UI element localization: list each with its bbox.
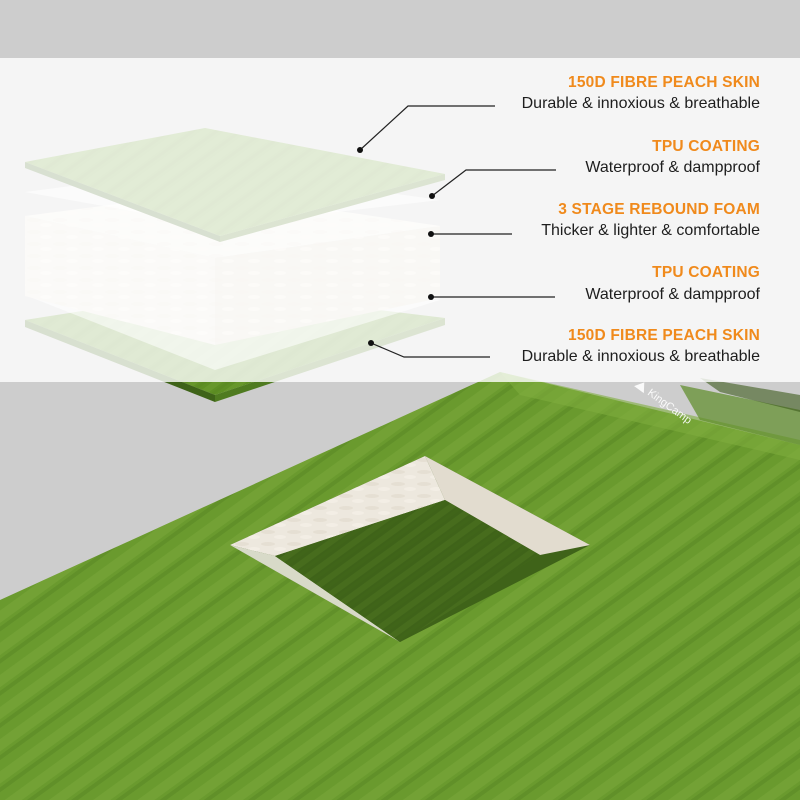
spec-desc-2: Waterproof & dampproof xyxy=(585,159,760,176)
leader-dot-5 xyxy=(368,340,374,346)
leader-line-2 xyxy=(431,169,556,197)
mat-cutout xyxy=(230,456,590,642)
spec-desc-4: Waterproof & dampproof xyxy=(585,286,760,303)
spec-desc-1: Durable & innoxious & breathable xyxy=(521,95,760,112)
spec-title-5: 150D FIBRE PEACH SKIN xyxy=(568,327,760,344)
spec-desc-3: Thicker & lighter & comfortable xyxy=(541,222,760,239)
spec-title-2: TPU COATING xyxy=(652,138,760,155)
leader-dot-2 xyxy=(429,193,435,199)
leader-dot-3 xyxy=(428,231,434,237)
spec-title-4: TPU COATING xyxy=(652,264,760,281)
spec-title-1: 150D FIBRE PEACH SKIN xyxy=(568,74,760,91)
leader-dot-4 xyxy=(428,294,434,300)
spec-desc-5: Durable & innoxious & breathable xyxy=(521,348,760,365)
leader-dot-1 xyxy=(357,147,363,153)
spec-panel xyxy=(0,58,800,382)
leader-line-1 xyxy=(359,105,495,151)
leader-line-5 xyxy=(370,342,490,358)
spec-title-3: 3 STAGE REBOUND FOAM xyxy=(558,201,760,218)
